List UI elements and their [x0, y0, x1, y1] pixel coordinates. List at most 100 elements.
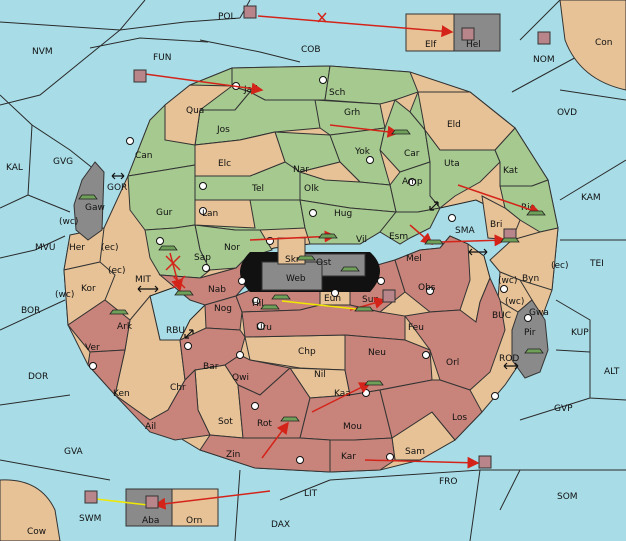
- label-nom: NOM: [533, 55, 555, 65]
- label-orn: Orn: [186, 516, 202, 526]
- army-kaa: [364, 380, 384, 386]
- label-kor: Kor: [81, 284, 96, 294]
- label-gur: Gur: [156, 208, 173, 218]
- label-kaa: Kaa: [334, 389, 351, 399]
- army-ost: [340, 266, 360, 272]
- label-eld: Eld: [447, 120, 461, 130]
- label-lan: Lan: [202, 209, 218, 219]
- army-ark: [109, 309, 129, 315]
- pir-island: [511, 299, 549, 379]
- label-coast-ec-kor: (ec): [108, 266, 126, 276]
- fleet-hel: [461, 27, 475, 41]
- label-uta: Uta: [444, 159, 460, 169]
- label-nog: Nog: [214, 304, 232, 314]
- label-mou: Mou: [343, 422, 362, 432]
- label-gvg: GVG: [53, 157, 73, 167]
- support-lines: [95, 300, 357, 506]
- label-ovd: OVD: [557, 108, 577, 118]
- label-hug: Hug: [334, 209, 352, 219]
- label-rod: ROD: [499, 354, 519, 364]
- label-ost: Ost: [316, 258, 332, 268]
- label-gvp: GVP: [554, 404, 573, 414]
- army-pir: [524, 348, 544, 354]
- label-bri: Bri: [490, 220, 502, 230]
- label-elc: Elc: [218, 159, 231, 169]
- label-nor: Nor: [224, 243, 240, 253]
- coast-labels: (wc) (ec) (ec) (wc) (wc) (ec) (wc): [55, 217, 569, 307]
- fleet-units: [84, 5, 551, 509]
- label-pol: POL: [218, 12, 236, 22]
- label-tel: Tel: [251, 184, 264, 194]
- label-gaw: Gaw: [85, 203, 105, 213]
- army-nab: [174, 290, 194, 296]
- passage-arrows: [111, 172, 519, 370]
- label-ark: Ark: [117, 322, 133, 332]
- label-rbu: RBU: [166, 326, 185, 336]
- label-jos: Jos: [216, 125, 230, 135]
- red-labels: Hel Ost Web Obs Nab Hil Sun Nog Uru Feu …: [85, 40, 536, 526]
- label-coast-wc-kor: (wc): [55, 290, 74, 300]
- label-ver: Ver: [85, 343, 100, 353]
- label-gwa: Gwa: [529, 308, 549, 318]
- label-mvu: MVU: [35, 243, 56, 253]
- army-skr: [296, 255, 316, 261]
- label-amp: Amp: [402, 177, 423, 187]
- label-web: Web: [286, 274, 306, 284]
- label-zin: Zin: [226, 450, 240, 460]
- army-sap: [158, 245, 178, 251]
- label-rot: Rot: [257, 419, 272, 429]
- label-chr: Chr: [170, 383, 186, 393]
- label-sun: Sun: [362, 295, 379, 305]
- army-gaw: [78, 194, 98, 200]
- fleet-nom: [537, 31, 551, 45]
- label-car: Car: [404, 149, 420, 159]
- label-aba: Aba: [142, 516, 159, 526]
- web-block: [261, 261, 323, 291]
- label-dor: DOR: [28, 372, 48, 382]
- label-yok: Yok: [354, 147, 371, 157]
- label-nab: Nab: [208, 285, 226, 295]
- label-uru: Uru: [256, 323, 272, 333]
- label-olk: Olk: [304, 184, 320, 194]
- gaw-island: [73, 161, 105, 241]
- label-sch: Sch: [329, 88, 345, 98]
- label-fun: FUN: [153, 53, 172, 63]
- label-vil: Vil: [356, 235, 367, 245]
- label-los: Los: [452, 413, 467, 423]
- label-fro: FRO: [439, 477, 458, 487]
- label-her: Her: [69, 243, 85, 253]
- label-cob: COB: [301, 45, 321, 55]
- label-cow: Cow: [27, 527, 46, 537]
- label-orl: Orl: [446, 358, 459, 368]
- army-vil: [318, 233, 338, 239]
- label-grh: Grh: [344, 108, 360, 118]
- label-buc: BUC: [492, 311, 511, 321]
- label-sam: Sam: [405, 447, 425, 457]
- label-coast-wc-gwa: (wc): [505, 297, 524, 307]
- army-bri: [500, 237, 520, 243]
- label-coast-ec-byn: (ec): [551, 261, 569, 271]
- label-sot: Sot: [218, 417, 233, 427]
- label-sma: SMA: [455, 226, 475, 236]
- label-byn: Byn: [522, 274, 539, 284]
- label-bor: BOR: [21, 306, 40, 316]
- army-hil: [260, 304, 280, 310]
- label-som: SOM: [557, 492, 578, 502]
- label-mel: Mel: [406, 254, 422, 264]
- label-pir: Pir: [524, 328, 536, 338]
- label-eun: Eun: [324, 294, 341, 304]
- label-gor: GOR: [107, 183, 127, 193]
- label-sap: Sap: [194, 253, 211, 263]
- label-swm: SWM: [79, 514, 101, 524]
- label-elf: Elf: [425, 40, 437, 50]
- fleet-pol: [243, 5, 257, 19]
- label-bar: Bar: [203, 362, 219, 372]
- fleet-swm: [84, 490, 98, 504]
- label-lit: LIT: [304, 489, 318, 499]
- label-tei: TEI: [589, 259, 604, 269]
- label-jad: Jad: [243, 85, 258, 95]
- label-mit: MIT: [135, 275, 151, 285]
- label-obs: Obs: [418, 283, 436, 293]
